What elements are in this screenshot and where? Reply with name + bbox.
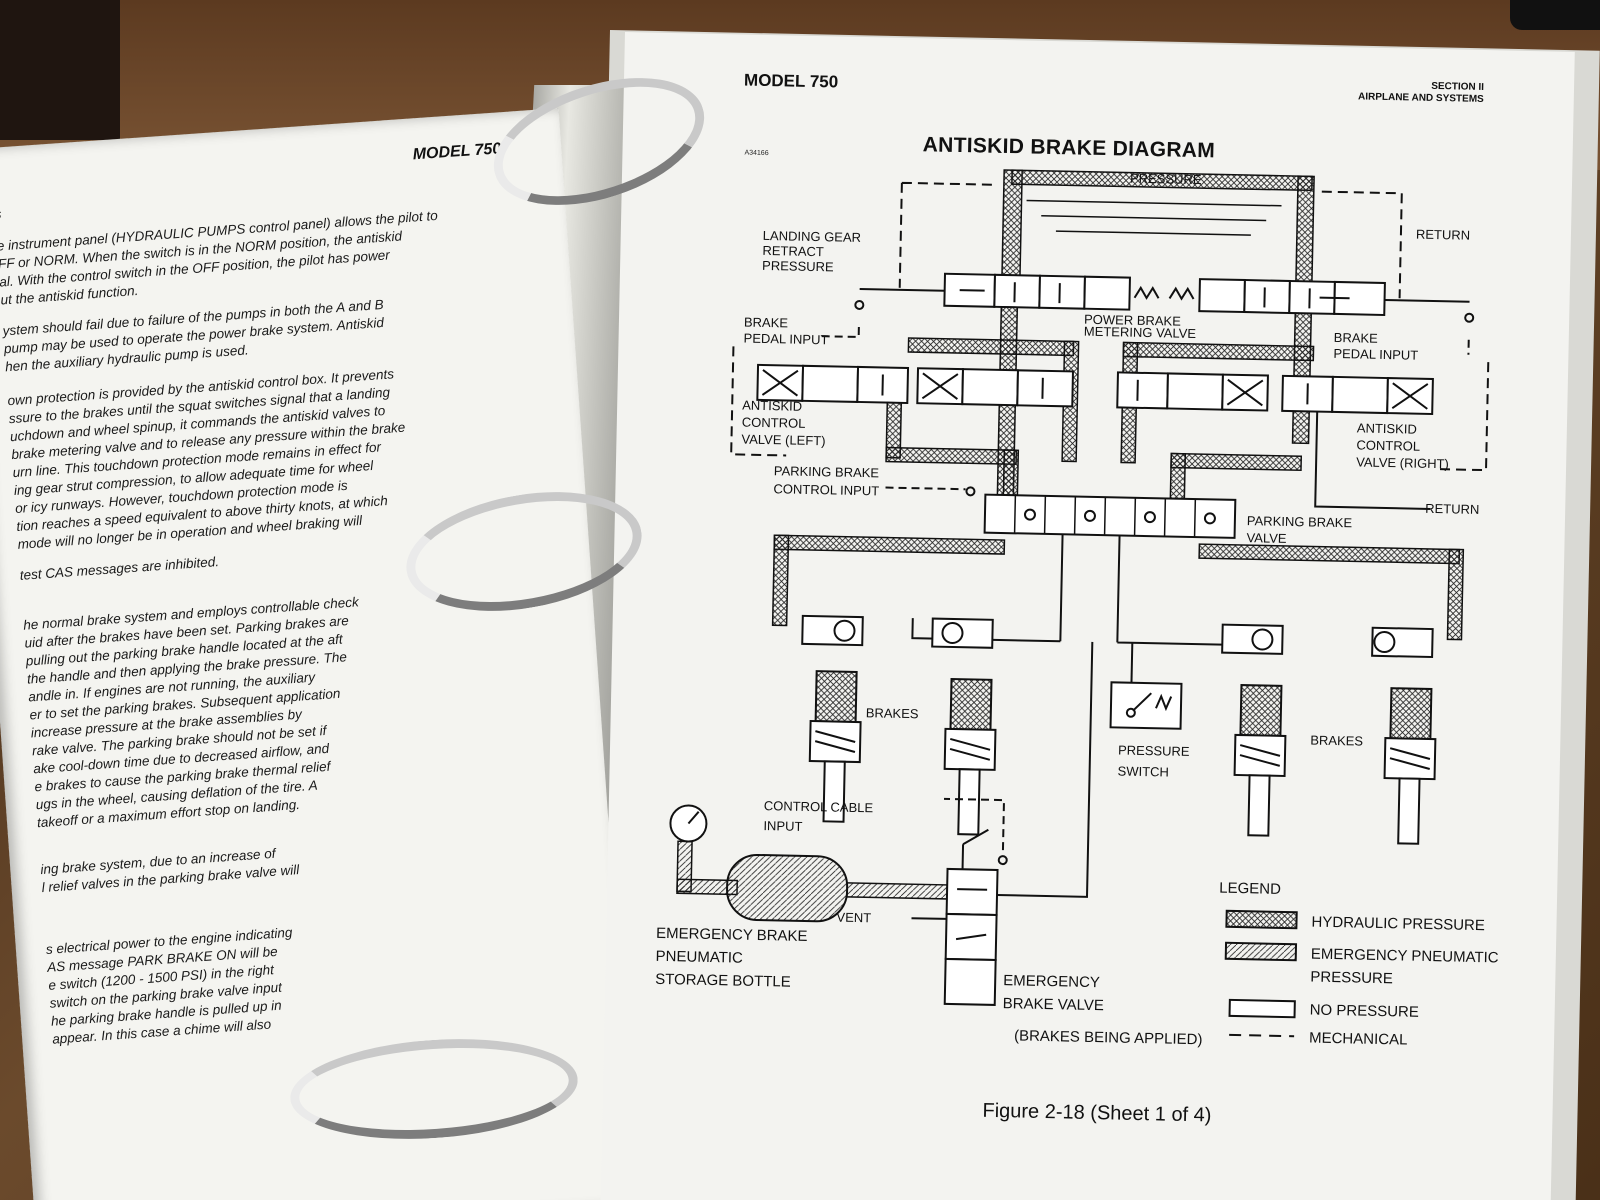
left-page: MODEL 750 s e instrument panel (HYDRAULI… bbox=[0, 108, 636, 1200]
label-bottle: STORAGE BOTTLE bbox=[655, 971, 791, 991]
return-line bbox=[898, 181, 1403, 299]
label-return: RETURN bbox=[1416, 227, 1470, 243]
legend-pneumatic-label: EMERGENCY PNEUMATIC bbox=[1311, 946, 1499, 967]
pressure-line bbox=[885, 446, 1018, 466]
right-page: MODEL 750 SECTION II AIRPLANE AND SYSTEM… bbox=[600, 32, 1575, 1200]
legend-title: LEGEND bbox=[1219, 880, 1281, 898]
no-pressure-line bbox=[911, 534, 1274, 647]
left-page-paragraph: he normal brake system and employs contr… bbox=[22, 594, 360, 831]
label-antiskid-left: CONTROL bbox=[742, 415, 806, 431]
label-brake-pedal-left: PEDAL INPUT bbox=[743, 331, 828, 348]
legend-no-pressure-label: NO PRESSURE bbox=[1309, 1002, 1419, 1021]
legend-mechanical-swatch bbox=[1229, 1033, 1295, 1038]
label-vent: VENT bbox=[836, 910, 871, 926]
label-parking-valve: VALVE bbox=[1246, 530, 1287, 546]
label-landing-gear: PRESSURE bbox=[762, 258, 834, 275]
brake-assembly bbox=[1371, 626, 1437, 845]
mechanical-line bbox=[885, 486, 966, 491]
label-parking-valve: PARKING BRAKE bbox=[1247, 513, 1353, 530]
pressure-line bbox=[1002, 449, 1020, 497]
label-return: RETURN bbox=[1425, 501, 1479, 517]
pressure-line bbox=[1170, 452, 1303, 472]
label-pressure-switch: SWITCH bbox=[1117, 763, 1169, 779]
brake-assembly bbox=[931, 617, 997, 836]
legend-hydraulic-swatch bbox=[1225, 909, 1298, 930]
label-landing-gear: LANDING GEAR bbox=[763, 228, 862, 245]
antiskid-brake-diagram: PRESSURE RETURN LANDING GEAR RETRACT PRE… bbox=[655, 169, 1499, 1049]
label-emergency-valve: (BRAKES BEING APPLIED) bbox=[1014, 1027, 1203, 1048]
pedal-linkage bbox=[859, 287, 1470, 303]
emergency-storage-bottle bbox=[726, 853, 849, 923]
pressure-line bbox=[773, 534, 1006, 555]
label-brake-pedal-right: BRAKE bbox=[1334, 330, 1379, 346]
pivot bbox=[854, 299, 865, 310]
pressure-line bbox=[1122, 341, 1315, 362]
label-brakes-left: BRAKES bbox=[866, 705, 919, 721]
legend-no-pressure-swatch bbox=[1228, 998, 1296, 1019]
figure-caption: Figure 2-18 (Sheet 1 of 4) bbox=[982, 1099, 1212, 1127]
label-antiskid-right: CONTROL bbox=[1356, 437, 1420, 453]
label-brake-pedal-left: BRAKE bbox=[744, 315, 789, 331]
label-parking-control: CONTROL INPUT bbox=[773, 481, 879, 498]
label-power-brake: METERING VALVE bbox=[1084, 324, 1197, 341]
label-pressure: PRESSURE bbox=[1130, 171, 1202, 188]
legend-pneumatic-label: PRESSURE bbox=[1310, 969, 1393, 988]
parking-brake-valve bbox=[983, 493, 1237, 539]
label-antiskid-right: ANTISKID bbox=[1357, 420, 1417, 436]
desk-dark-corner bbox=[0, 0, 120, 140]
legend-mechanical-label: MECHANICAL bbox=[1309, 1030, 1408, 1049]
return-line bbox=[1314, 411, 1431, 510]
label-emergency-valve: EMERGENCY bbox=[1003, 972, 1100, 991]
mechanical-line bbox=[943, 797, 1006, 851]
pressure-switch bbox=[1109, 642, 1183, 730]
no-pressure-line bbox=[996, 641, 1094, 898]
pivot bbox=[965, 486, 976, 497]
label-brakes-right: BRAKES bbox=[1310, 733, 1363, 749]
label-antiskid-right: VALVE (RIGHT) bbox=[1356, 454, 1449, 471]
emergency-brake-valve bbox=[943, 828, 1008, 1006]
mechanical-line bbox=[818, 326, 1470, 355]
antiskid-valve-right bbox=[1116, 371, 1434, 416]
pressure-line bbox=[1169, 452, 1187, 500]
antiskid-valve-left bbox=[756, 363, 1075, 408]
legend-pneumatic-swatch bbox=[1224, 941, 1298, 962]
left-page-paragraph: s electrical power to the engine indicat… bbox=[45, 924, 293, 1047]
brake-assembly bbox=[1221, 623, 1287, 837]
pressure-line bbox=[771, 534, 790, 627]
vent-line bbox=[911, 917, 947, 920]
label-emergency-valve: BRAKE VALVE bbox=[1003, 995, 1104, 1014]
label-bottle: PNEUMATIC bbox=[655, 948, 743, 967]
brake-assembly bbox=[801, 614, 864, 823]
mechanical-line bbox=[730, 346, 1490, 472]
label-bottle: EMERGENCY BRAKE bbox=[656, 925, 808, 945]
label-antiskid-left: ANTISKID bbox=[742, 398, 802, 414]
left-page-title: MODEL 750 bbox=[412, 140, 502, 164]
pneumatic-gauge bbox=[669, 804, 708, 843]
label-landing-gear: RETRACT bbox=[762, 243, 824, 259]
pressure-line bbox=[907, 337, 1075, 357]
left-page-paragraph: ing brake system, due to an increase of … bbox=[39, 845, 300, 896]
return-line bbox=[1026, 199, 1282, 236]
label-power-brake: POWER BRAKE bbox=[1084, 312, 1181, 329]
label-pressure-switch: PRESSURE bbox=[1118, 742, 1190, 759]
label-brake-pedal-right: PEDAL INPUT bbox=[1333, 346, 1418, 363]
label-antiskid-left: VALVE (LEFT) bbox=[741, 432, 825, 449]
label-control-cable: CONTROL CABLE bbox=[764, 798, 874, 815]
pressure-line bbox=[1446, 548, 1465, 641]
black-object bbox=[1510, 0, 1600, 30]
label-parking-control: PARKING BRAKE bbox=[774, 463, 880, 480]
left-page-paragraph: own protection is provided by the antisk… bbox=[7, 366, 406, 552]
label-control-cable: INPUT bbox=[763, 818, 802, 834]
pneumatic-line bbox=[846, 882, 948, 900]
pressure-line bbox=[1198, 543, 1461, 565]
pivot bbox=[1464, 312, 1475, 323]
legend-hydraulic-label: HYDRAULIC PRESSURE bbox=[1311, 914, 1485, 935]
